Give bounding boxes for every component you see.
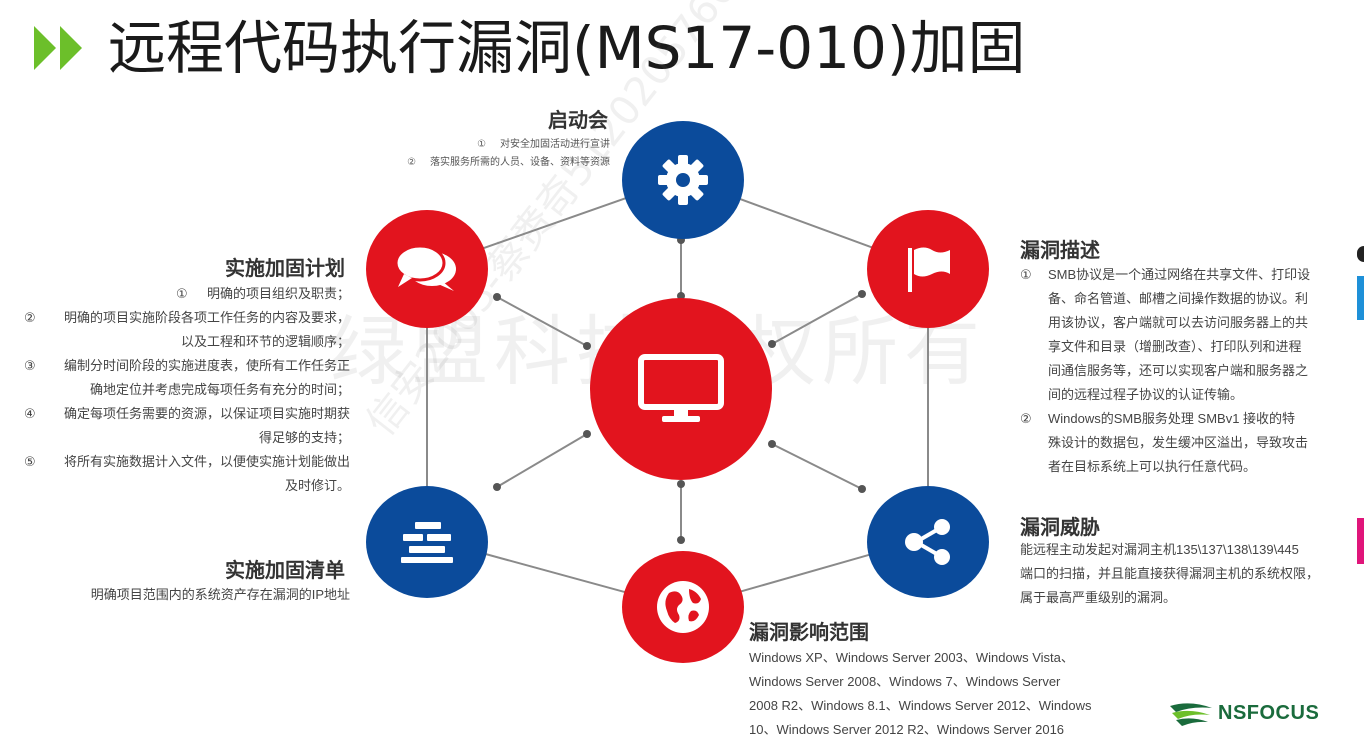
description-item-num: ①: [1020, 267, 1032, 282]
plan-item-num: ②: [24, 310, 36, 325]
flag-icon: [908, 247, 950, 292]
description-item-line: 者在目标系统上可以执行任意代码。: [1048, 459, 1257, 474]
scope-line: Windows XP、Windows Server 2003、Windows V…: [749, 650, 1074, 665]
kickoff-item-text: 落实服务所需的人员、设备、资料等资源: [430, 157, 610, 168]
edge-mark: [1357, 246, 1364, 262]
list-icon: [401, 522, 453, 563]
kickoff-heading: 启动会: [548, 108, 608, 132]
description-item-line: 间的远程过程子协议的认证传输。: [1048, 387, 1244, 402]
description-item-line: 备、命名管道、邮槽之间操作数据的协议。利: [1048, 291, 1309, 306]
scope-node: [622, 551, 744, 663]
scope-line: Windows Server 2008、Windows 7、Windows Se…: [749, 674, 1061, 689]
plan-item-line: 确地定位并考虑完成每项任务有充分的时间；: [89, 382, 350, 397]
threat-text: 能远程主动发起对漏洞主机135\137\138\139\445 端口的扫描，并且…: [1020, 538, 1340, 610]
plan-items: ① 明确的项目组织及职责； ② 明确的项目实施阶段各项工作任务的内容及要求， 以及工…: [24, 282, 350, 498]
kickoff-items: ① 对安全加固活动进行宣讲 ② 落实服务所需的人员、设备、资料等资源: [392, 136, 610, 172]
plan-node: [366, 210, 488, 328]
share-icon: [905, 519, 950, 565]
threat-node: [867, 486, 989, 598]
plan-item-line: 确定每项任务需要的资源，以保证项目实施时期获: [63, 406, 350, 421]
nsfocus-logo: NSFOCUS: [1168, 700, 1319, 726]
threat-line: 属于最高严重级别的漏洞。: [1020, 590, 1177, 605]
edge-mark: [1357, 276, 1364, 320]
plan-item-line: 明确的项目组织及职责；: [206, 286, 350, 301]
description-items: ① SMB协议是一个通过网络在共享文件、打印设 备、命名管道、邮槽之间操作数据的协…: [1020, 263, 1340, 479]
nsfocus-logo-text: NSFOCUS: [1218, 701, 1320, 724]
threat-line: 端口的扫描，并且能直接获得漏洞主机的系统权限，: [1020, 566, 1320, 581]
nsfocus-logo-icon: [1170, 703, 1212, 726]
plan-item-line: 将所有实施数据计入文件，以便使实施计划能做出: [63, 454, 350, 469]
plan-item-line: 及时修订。: [284, 478, 350, 493]
center-node: [590, 298, 772, 480]
scope-line: 2008 R2、Windows 8.1、Windows Server 2012、…: [749, 698, 1092, 713]
description-item-line: Windows的SMB服务处理 SMBv1 接收的特: [1048, 411, 1296, 426]
checklist-node: [366, 486, 488, 598]
double-arrow-icon: [34, 26, 82, 70]
globe-icon: [657, 581, 709, 633]
threat-line: 能远程主动发起对漏洞主机135\137\138\139\445: [1020, 542, 1299, 557]
threat-heading: 漏洞威胁: [1020, 515, 1100, 539]
description-item-line: 间通信服务等，还可以实现客户端和服务器之: [1048, 363, 1309, 378]
scope-text: Windows XP、Windows Server 2003、Windows V…: [749, 646, 1139, 742]
checklist-text: 明确项目范围内的系统资产存在漏洞的IP地址: [90, 587, 350, 602]
plan-item-num: ①: [176, 286, 188, 301]
scope-heading: 漏洞影响范围: [749, 620, 869, 644]
plan-heading: 实施加固计划: [225, 256, 345, 280]
chat-icon: [394, 244, 456, 291]
kickoff-item-num: ②: [407, 157, 417, 168]
edge-mark: [1357, 518, 1364, 564]
plan-item-num: ⑤: [24, 454, 36, 469]
description-node: [867, 210, 989, 328]
description-item-line: 殊设计的数据包，发生缓冲区溢出，导致攻击: [1048, 435, 1309, 450]
plan-item-line: 编制分时间阶段的实施进度表，使所有工作任务正: [63, 358, 350, 373]
kickoff-item-text: 对安全加固活动进行宣讲: [500, 139, 610, 150]
description-item-line: 享文件和目录（增删改查）、打印队列和进程: [1048, 339, 1302, 354]
description-item-num: ②: [1020, 411, 1032, 426]
kickoff-node: [622, 121, 744, 239]
description-heading: 漏洞描述: [1020, 238, 1100, 262]
description-item-line: SMB协议是一个通过网络在共享文件、打印设: [1048, 267, 1311, 282]
gear-icon: [658, 155, 708, 205]
checklist-heading: 实施加固清单: [225, 558, 345, 582]
page-title: 远程代码执行漏洞(MS17-010)加固: [108, 14, 1026, 82]
plan-item-num: ④: [24, 406, 36, 421]
plan-item-line: 得足够的支持；: [258, 430, 350, 445]
plan-item-num: ③: [24, 358, 36, 373]
plan-item-line: 以及工程和环节的逻辑顺序；: [180, 334, 350, 349]
plan-item-line: 明确的项目实施阶段各项工作任务的内容及要求，: [63, 310, 350, 325]
scope-line: 10、Windows Server 2012 R2、Windows Server…: [749, 722, 1065, 737]
kickoff-item-num: ①: [477, 139, 487, 150]
description-item-line: 用该协议，客户端就可以去访问服务器上的共: [1048, 315, 1309, 330]
monitor-icon: [638, 354, 724, 422]
